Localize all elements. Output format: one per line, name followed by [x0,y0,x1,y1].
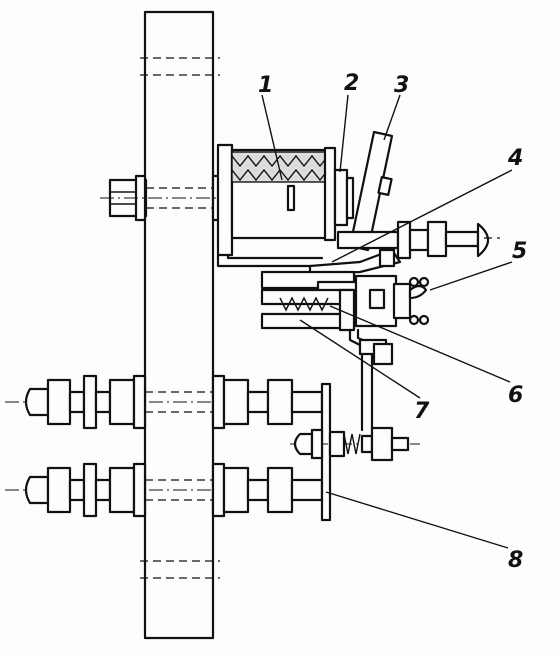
leader-7 [299,319,421,399]
base-plate [140,10,220,640]
leader-lines [261,94,513,549]
callout-labels: 1 2 3 4 5 6 7 8 [258,71,527,573]
callout-4: 4 [507,146,523,171]
callout-7: 7 [414,399,430,424]
leader-2 [339,94,349,173]
leader-8 [325,491,509,549]
adjust-screw-top [336,220,500,260]
callout-5: 5 [512,239,527,264]
armature [333,168,355,227]
link-rod [348,328,394,432]
leader-5 [429,261,513,291]
bolt-assembly-upper [5,374,330,430]
leader-6 [329,305,511,383]
adjust-screw-lower [290,426,420,462]
bolt-assembly-lower [5,462,330,518]
leader-3 [383,94,401,141]
contact-strip [320,382,332,522]
spring-housing [260,288,356,332]
callout-1: 1 [258,73,273,98]
leader-4 [331,169,513,263]
callout-3: 3 [394,73,409,98]
terminal-clip [354,274,430,328]
callout-8: 8 [508,548,523,573]
callout-2: 2 [344,71,359,96]
coil [216,143,337,257]
leader-1 [261,94,283,181]
callout-6: 6 [508,383,523,408]
